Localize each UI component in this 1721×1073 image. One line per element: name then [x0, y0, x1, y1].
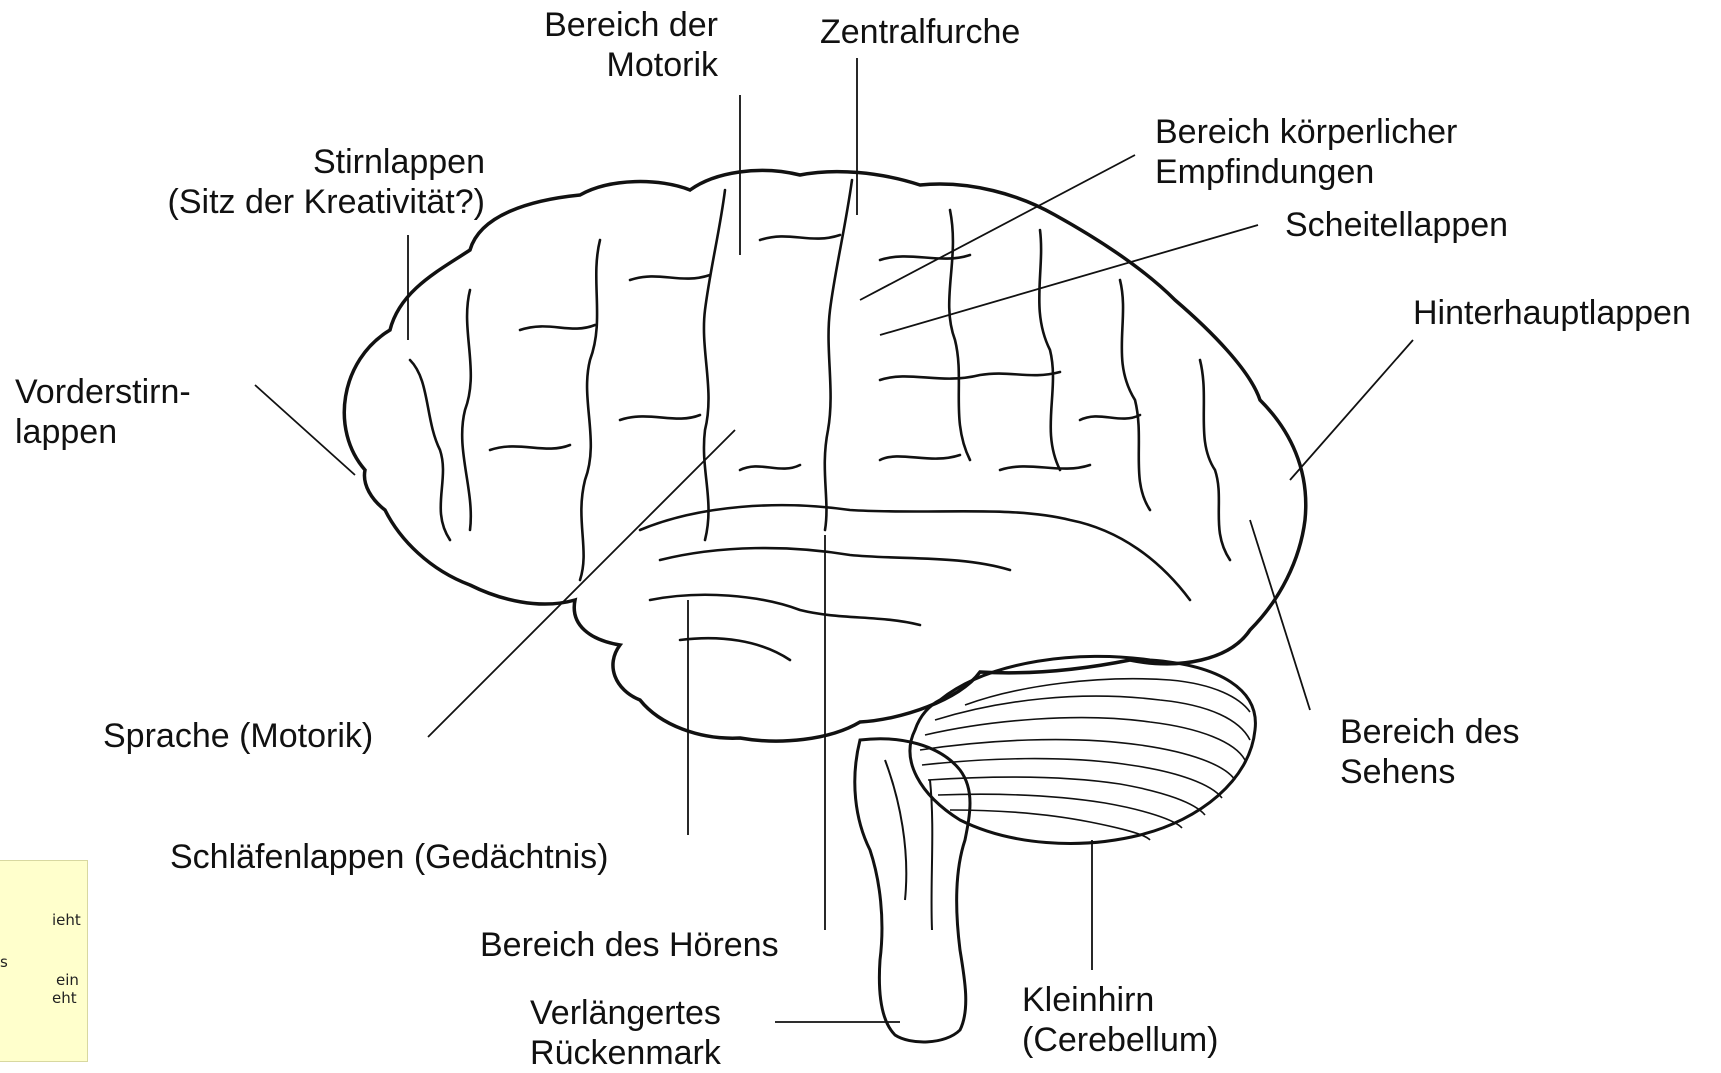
brainstem-outline — [855, 739, 970, 1042]
label-schlaefenlappen: Schläfenlappen (Gedächtnis) — [170, 837, 609, 877]
note-line-2: s — [0, 953, 8, 971]
label-vorderstirnlappen-line1: Vorderstirn- — [15, 372, 191, 412]
label-scheitellappen: Scheitellappen — [1285, 205, 1508, 245]
label-empfindungen: Bereich körperlicher Empfindungen — [1155, 112, 1457, 192]
label-kleinhirn-line2: (Cerebellum) — [1022, 1020, 1219, 1060]
label-sehen-line2: Sehens — [1340, 752, 1520, 792]
label-sehen: Bereich des Sehens — [1340, 712, 1520, 792]
label-motorik-line1: Bereich der — [490, 5, 718, 45]
label-sprache: Sprache (Motorik) — [103, 716, 373, 756]
label-hinterhauptlappen: Hinterhauptlappen — [1413, 293, 1691, 333]
label-motorik-line2: Motorik — [490, 45, 718, 85]
label-empfindungen-line1: Bereich körperlicher — [1155, 112, 1457, 152]
note-panel: ieht s ein eht — [0, 860, 88, 1062]
label-stirnlappen-line1: Stirnlappen — [120, 142, 485, 182]
label-vorderstirnlappen-line2: lappen — [15, 412, 191, 452]
note-line-3: ein — [56, 971, 79, 989]
label-vorderstirnlappen: Vorderstirn- lappen — [15, 372, 191, 452]
label-stirnlappen: Stirnlappen (Sitz der Kreativität?) — [120, 142, 485, 222]
label-kleinhirn-line1: Kleinhirn — [1022, 980, 1219, 1020]
note-line-4: eht — [52, 989, 77, 1007]
label-hoeren: Bereich des Hörens — [480, 925, 779, 965]
label-sehen-line1: Bereich des — [1340, 712, 1520, 752]
brain-gyri — [410, 180, 1230, 660]
note-line-1: ieht — [52, 911, 81, 929]
label-verlaengertes-line1: Verlängertes — [530, 993, 721, 1033]
label-zentralfurche: Zentralfurche — [820, 12, 1020, 52]
label-motorik: Bereich der Motorik — [490, 5, 718, 85]
label-stirnlappen-line2: (Sitz der Kreativität?) — [120, 182, 485, 222]
label-empfindungen-line2: Empfindungen — [1155, 152, 1457, 192]
cerebellum-outline — [910, 656, 1255, 843]
label-verlaengertes-line2: Rückenmark — [530, 1033, 721, 1073]
label-kleinhirn: Kleinhirn (Cerebellum) — [1022, 980, 1219, 1060]
label-verlaengertes-rueckenmark: Verlängertes Rückenmark — [530, 993, 721, 1073]
